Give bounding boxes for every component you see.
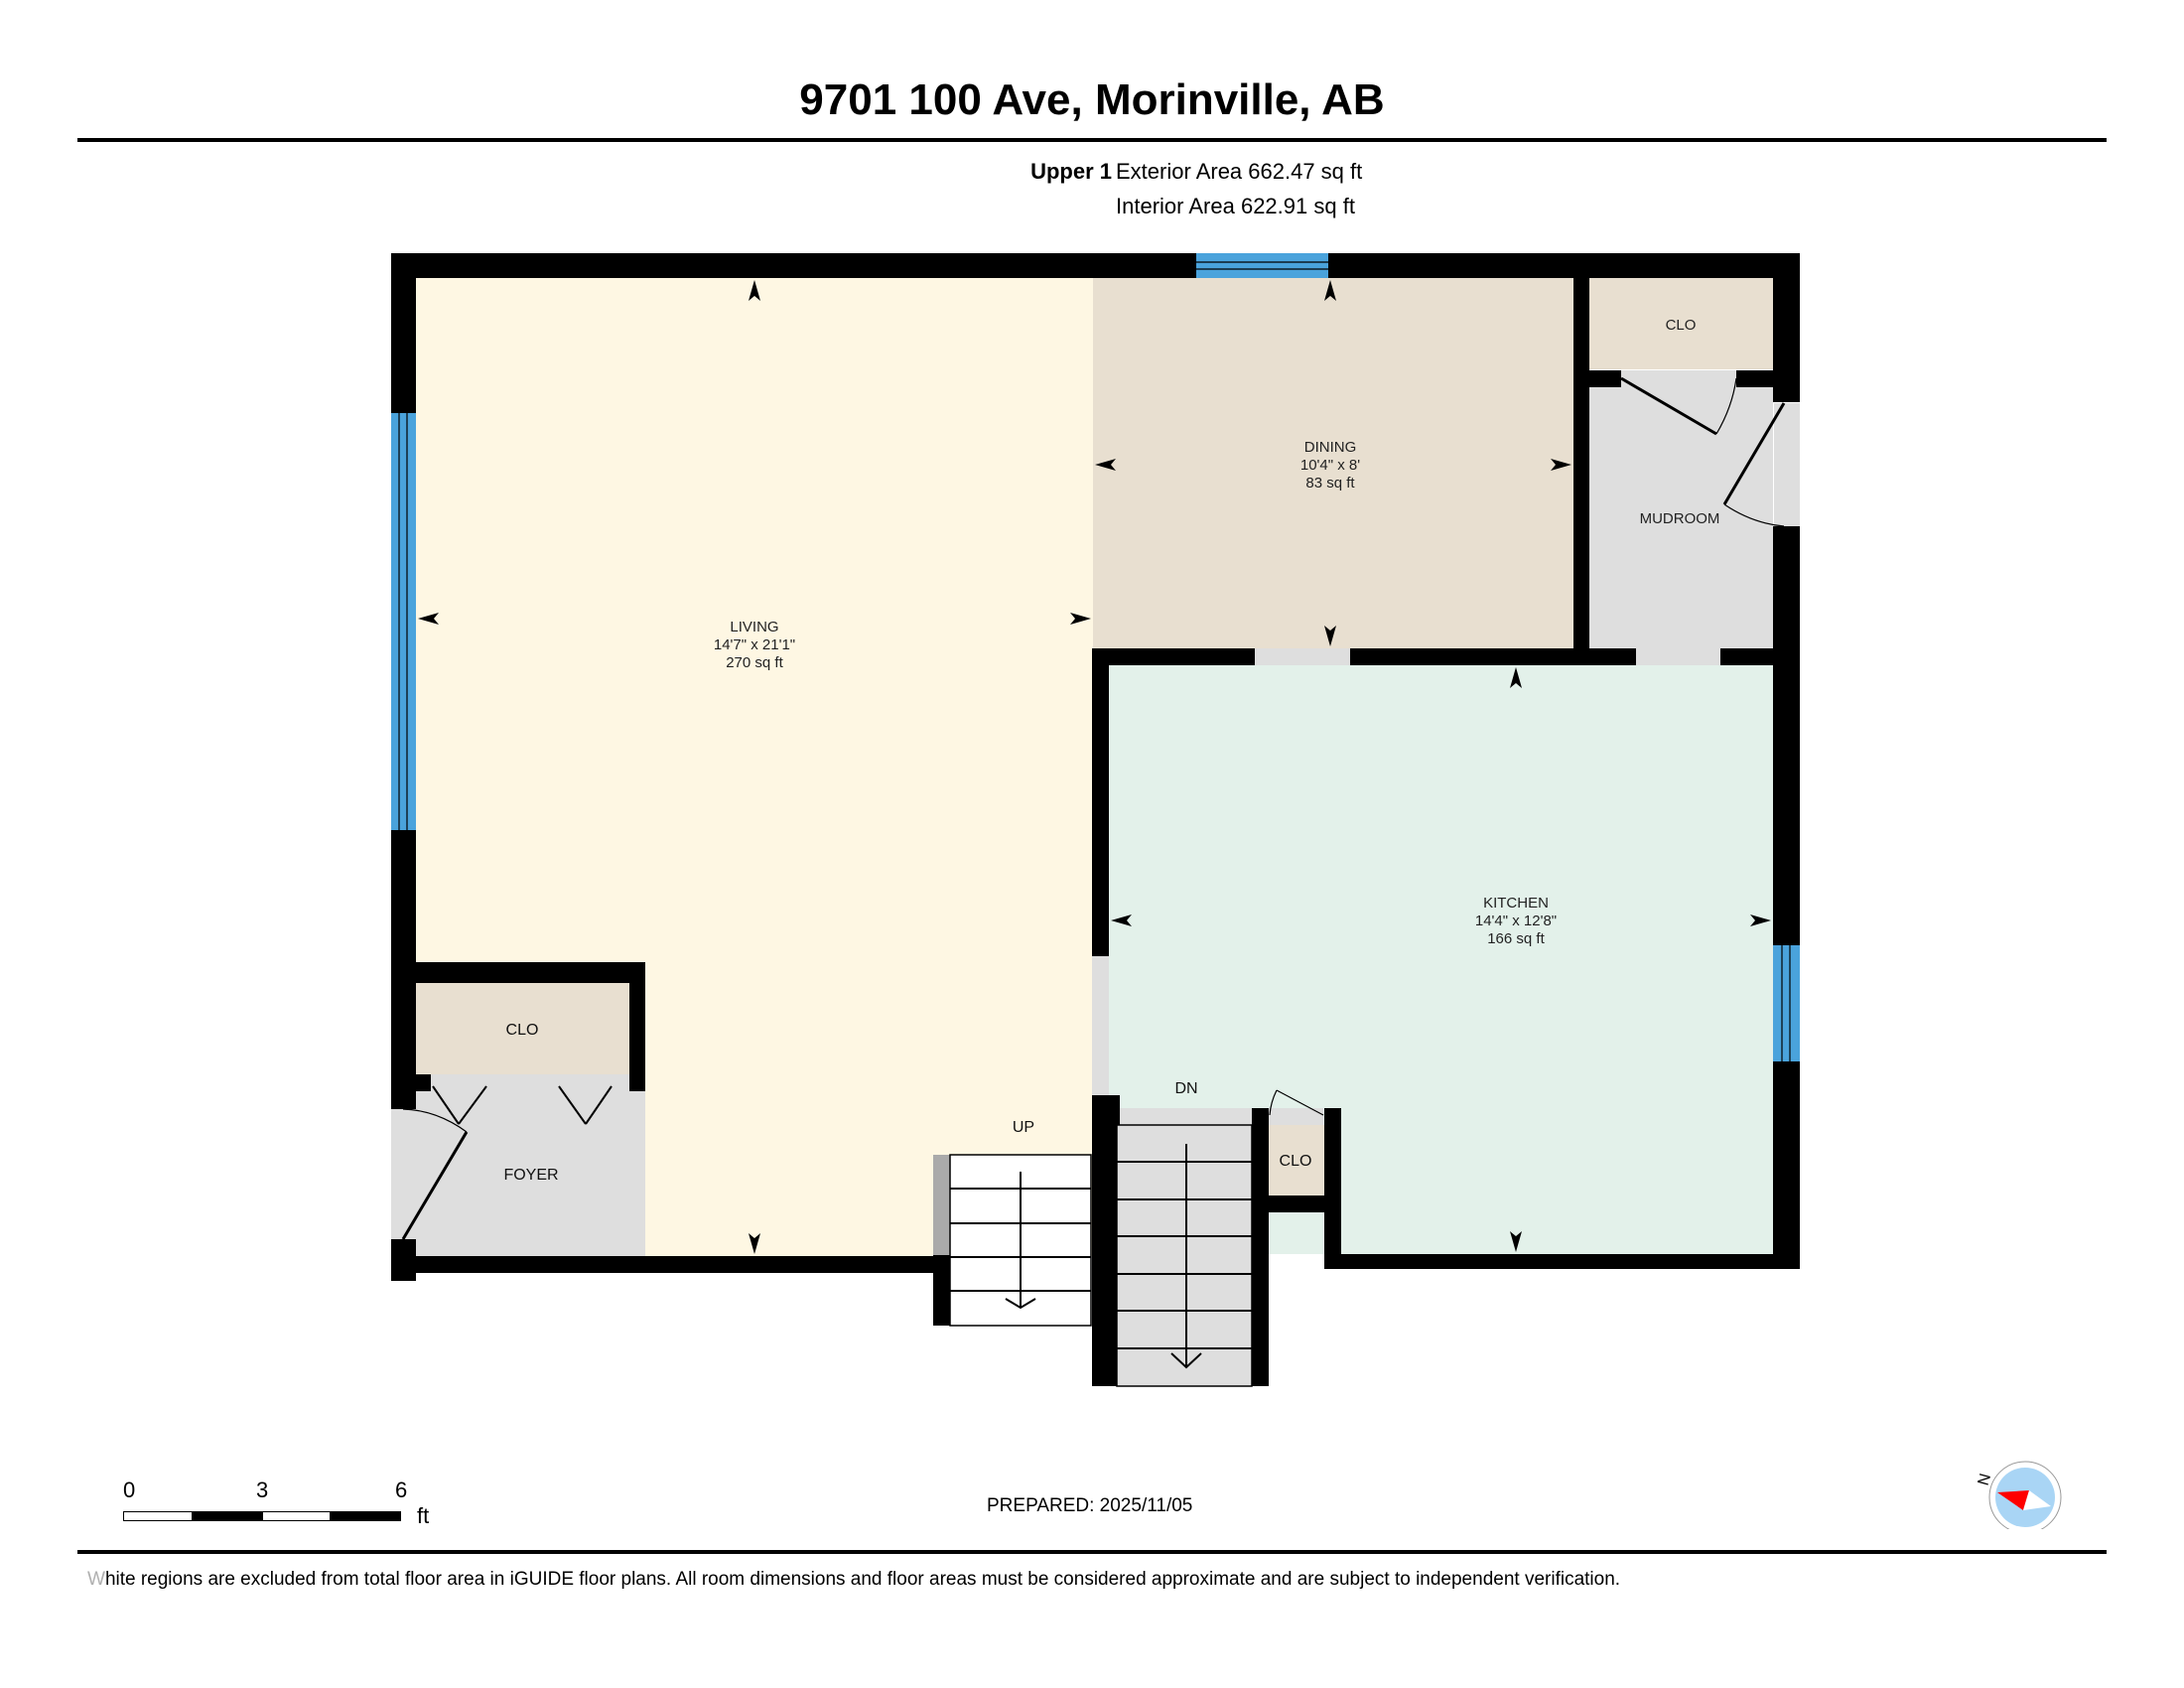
dining-label: DINING 10'4" x 8' 83 sq ft — [1300, 439, 1360, 492]
svg-text:DINING: DINING — [1304, 439, 1357, 456]
foyer-entry-door — [401, 1131, 469, 1240]
stairs-down-label: DN — [1174, 1080, 1197, 1097]
arrow-left-icon — [1111, 914, 1132, 926]
dining-room-fill — [1093, 278, 1573, 648]
svg-text:LIVING: LIVING — [730, 619, 778, 635]
window-top — [1196, 253, 1328, 278]
floor-name: Upper 1 — [1030, 159, 1112, 184]
svg-text:KITCHEN: KITCHEN — [1483, 895, 1549, 912]
arrow-up-icon — [1324, 280, 1336, 301]
scale-tick-0: 0 — [123, 1477, 136, 1502]
dimension-arrows — [418, 280, 1771, 1254]
footer-divider — [77, 1550, 2107, 1554]
living-kitchen-opening — [1092, 956, 1109, 1095]
foyer-closet-label: CLO — [506, 1022, 539, 1039]
mudroom-label: MUDROOM — [1640, 510, 1720, 527]
mudroom-door-opening — [1774, 403, 1800, 526]
kitchen-label: KITCHEN 14'4" x 12'8" 166 sq ft — [1475, 895, 1557, 947]
arrow-right-icon — [1551, 459, 1571, 471]
stairs-down — [1116, 1124, 1253, 1387]
arrow-up-icon — [749, 280, 760, 301]
foyer-door-opening — [391, 1109, 416, 1239]
svg-text:14'4" x 12'8": 14'4" x 12'8" — [1475, 913, 1557, 929]
foyer-closet-opening — [431, 1074, 614, 1091]
scale-tick-3: 3 — [256, 1477, 269, 1502]
stair-closet-door — [1276, 1089, 1324, 1116]
arrow-right-icon — [1070, 613, 1091, 625]
window-left — [391, 413, 416, 830]
arrow-left-icon — [418, 613, 439, 625]
interior-area: Interior Area 622.91 sq ft — [1116, 194, 1355, 218]
arrow-down-icon — [1510, 1231, 1522, 1252]
living-label: LIVING 14'7" x 21'1" 270 sq ft — [714, 619, 795, 671]
arrow-right-icon — [1750, 914, 1771, 926]
arrow-down-icon — [1324, 626, 1336, 646]
stair-closet-opening — [1269, 1108, 1323, 1125]
mudroom-closet-opening — [1621, 370, 1736, 387]
svg-text:83 sq ft: 83 sq ft — [1305, 475, 1355, 492]
arrow-up-icon — [1510, 667, 1522, 688]
svg-text:270 sq ft: 270 sq ft — [726, 654, 783, 671]
arrow-left-icon — [1095, 459, 1116, 471]
foyer-closet-fill — [416, 983, 629, 1074]
doors — [401, 376, 1786, 1240]
mudroom-closet-label: CLO — [1666, 317, 1697, 334]
prepared-date: PREPARED: 2025/11/05 — [987, 1495, 1193, 1516]
foyer-closet-door-left-a — [432, 1085, 460, 1125]
mudroom-kitchen-opening — [1636, 648, 1720, 665]
svg-text:14'7" x 21'1": 14'7" x 21'1" — [714, 636, 795, 653]
arrow-down-icon — [749, 1233, 760, 1254]
foyer-fill — [416, 1074, 645, 1256]
stairs-up — [933, 1154, 1092, 1327]
svg-text:N: N — [1976, 1472, 1994, 1487]
window-right — [1773, 945, 1800, 1061]
mudroom-fill — [1589, 387, 1773, 648]
scale-unit: ft — [417, 1503, 430, 1528]
mudroom-closet-door — [1620, 376, 1717, 436]
exterior-area: Exterior Area 662.47 sq ft — [1116, 159, 1363, 184]
scale-tick-6: 6 — [395, 1477, 408, 1502]
title-divider — [77, 138, 2107, 142]
foyer-closet-door-right — [558, 1085, 587, 1125]
disclaimer: White regions are excluded from total fl… — [87, 1569, 1621, 1590]
stair-landing-opening — [1120, 1108, 1252, 1125]
foyer-label: FOYER — [503, 1167, 558, 1184]
svg-text:10'4" x 8': 10'4" x 8' — [1300, 457, 1360, 474]
svg-text:166 sq ft: 166 sq ft — [1487, 930, 1545, 947]
page-title: 9701 100 Ave, Morinville, AB — [799, 75, 1385, 124]
mudroom-exterior-door — [1722, 402, 1786, 505]
stair-closet-label: CLO — [1280, 1153, 1312, 1170]
stairs-up-label: UP — [1013, 1119, 1034, 1136]
dining-kitchen-opening — [1255, 648, 1350, 665]
stair-closet-fill — [1267, 1125, 1325, 1196]
mudroom-closet-fill — [1589, 278, 1773, 369]
walls — [391, 253, 1800, 1386]
compass-icon: N — [1976, 1461, 2062, 1529]
